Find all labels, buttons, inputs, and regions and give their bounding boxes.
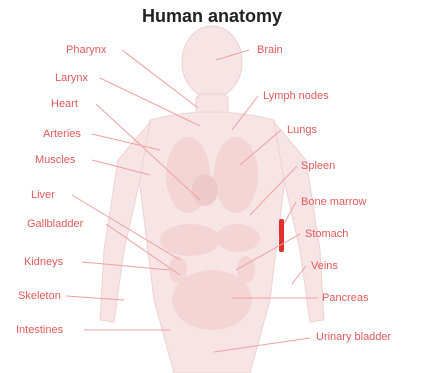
label-liver: Liver — [31, 189, 55, 201]
label-pharynx: Pharynx — [66, 44, 106, 56]
label-urinary-bladder: Urinary bladder — [316, 331, 391, 343]
bone-marrow-highlight — [279, 219, 284, 252]
label-pancreas: Pancreas — [322, 292, 368, 304]
label-gallbladder: Gallbladder — [27, 218, 83, 230]
label-kidneys: Kidneys — [24, 256, 63, 268]
label-lymph-nodes: Lymph nodes — [263, 90, 329, 102]
label-stomach: Stomach — [305, 228, 348, 240]
label-spleen: Spleen — [301, 160, 335, 172]
label-heart: Heart — [51, 98, 78, 110]
label-intestines: Intestines — [16, 324, 63, 336]
label-arteries: Arteries — [43, 128, 81, 140]
label-larynx: Larynx — [55, 72, 88, 84]
label-veins: Veins — [311, 260, 338, 272]
label-lungs: Lungs — [287, 124, 317, 136]
label-muscles: Muscles — [35, 154, 75, 166]
label-brain: Brain — [257, 44, 283, 56]
label-skeleton: Skeleton — [18, 290, 61, 302]
label-bone-marrow: Bone marrow — [301, 196, 366, 208]
